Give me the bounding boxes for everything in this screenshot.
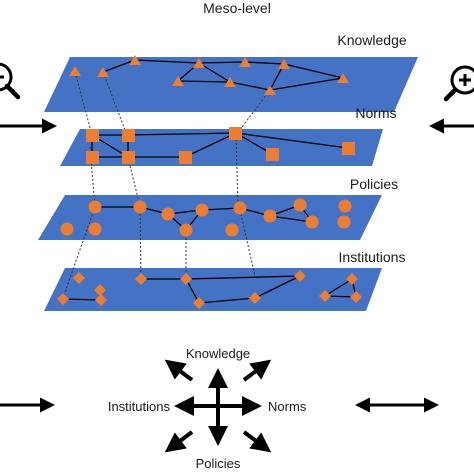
policies-node xyxy=(293,198,307,212)
policies-node xyxy=(179,223,193,237)
knowledge-node xyxy=(97,67,109,77)
knowledge-node xyxy=(172,76,184,86)
knowledge-network xyxy=(69,55,349,95)
institutions-node xyxy=(73,272,85,284)
norms-node xyxy=(86,151,99,164)
policies-node xyxy=(133,200,147,214)
institutions-node xyxy=(249,292,261,304)
norms-node xyxy=(122,151,135,164)
institutions-node xyxy=(319,290,331,302)
zoom-in-magnifier-icon xyxy=(443,65,474,102)
institutions-layer-label: Institutions xyxy=(339,249,406,265)
policies-plane xyxy=(38,195,382,240)
institutions-network xyxy=(57,270,362,309)
cross-knowledge-label: Knowledge xyxy=(186,346,250,361)
institutions-node xyxy=(135,273,147,285)
policies-node xyxy=(233,201,247,215)
institutions-node xyxy=(350,291,362,303)
norms-node xyxy=(342,142,355,155)
policies-node xyxy=(195,203,209,217)
norms-node xyxy=(229,127,242,140)
policies-node xyxy=(88,222,102,236)
policies-node xyxy=(337,215,351,229)
policies-node xyxy=(88,200,102,214)
institutions-node xyxy=(57,293,69,305)
diagram-title: Meso-level xyxy=(203,0,271,16)
cross-policies-label: Policies xyxy=(196,456,241,471)
norms-layer-label: Norms xyxy=(355,105,396,121)
institutions-node xyxy=(94,284,106,296)
knowledge-node xyxy=(337,73,349,83)
knowledge-node xyxy=(278,59,290,69)
norms-network xyxy=(86,127,355,164)
policies-network xyxy=(60,198,352,237)
policies-node xyxy=(338,199,352,213)
knowledge-node xyxy=(239,57,251,67)
norms-node xyxy=(122,129,135,142)
knowledge-node xyxy=(69,66,81,76)
cross-institutions-label: Institutions xyxy=(108,399,171,414)
knowledge-layer-label: Knowledge xyxy=(337,32,406,48)
institutions-node xyxy=(95,294,107,306)
institutions-node xyxy=(180,273,192,285)
norms-node xyxy=(179,151,192,164)
knowledge-node xyxy=(193,58,205,68)
policies-layer-label: Policies xyxy=(350,176,398,192)
cross-arrows-icon xyxy=(164,359,272,453)
policies-node xyxy=(161,207,175,221)
zoom-out-magnifier-icon xyxy=(0,62,21,100)
inter-layer-links xyxy=(62,71,271,299)
institutions-node xyxy=(294,270,306,282)
policies-node xyxy=(60,222,74,236)
knowledge-node xyxy=(264,85,276,95)
institutions-node xyxy=(193,297,205,309)
policies-node xyxy=(263,209,277,223)
policies-node xyxy=(305,215,319,229)
cross-norms-label: Norms xyxy=(268,399,307,414)
policies-node xyxy=(225,223,239,237)
knowledge-node xyxy=(129,55,141,65)
norms-node xyxy=(86,129,99,142)
norms-node xyxy=(266,148,279,161)
knowledge-node xyxy=(224,77,236,87)
institutions-node xyxy=(346,273,358,285)
